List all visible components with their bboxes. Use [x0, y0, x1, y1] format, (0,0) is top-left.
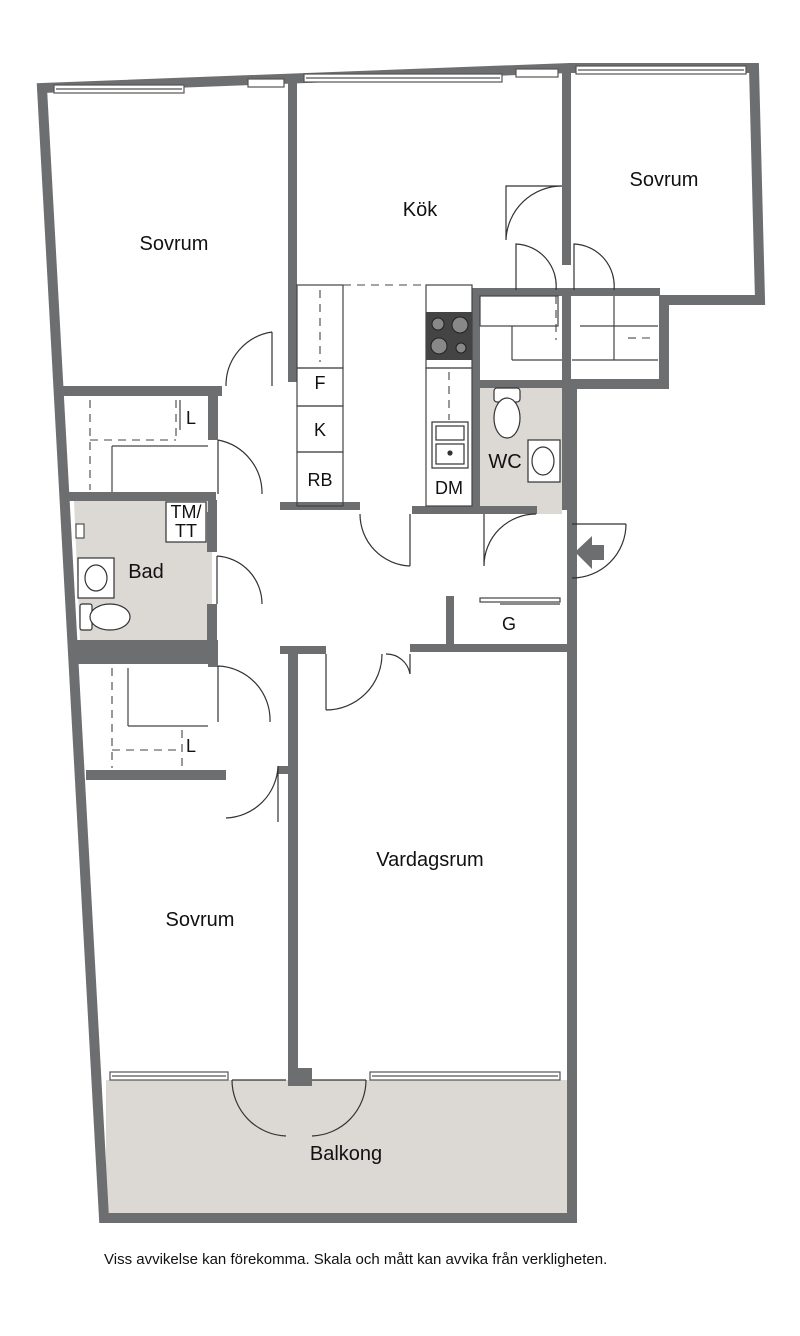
fixture-label-washer-line2: TT — [175, 521, 197, 541]
room-label-bad: Bad — [128, 561, 164, 583]
wc-toilet-icon — [493, 387, 521, 439]
stove-icon — [426, 312, 472, 360]
room-label-balkong: Balkong — [310, 1143, 382, 1165]
room-label-wc: WC — [488, 451, 521, 473]
room-label-sovrum-top-left: Sovrum — [140, 233, 209, 255]
bath-faucet-icon — [75, 523, 85, 539]
fixture-label-broom-closet: RB — [307, 470, 332, 490]
wc-sink-icon — [527, 439, 561, 483]
room-label-sovrum-top-right: Sovrum — [630, 169, 699, 191]
balcony-floor — [106, 1080, 568, 1216]
fixture-label-freezer: K — [314, 420, 326, 440]
interior-walls — [62, 70, 660, 1086]
closet-shelves — [111, 400, 208, 727]
room-label-vardagsrum: Vardagsrum — [376, 849, 483, 871]
disclaimer-text: Viss avvikelse kan förekomma. Skala och … — [104, 1251, 608, 1268]
bath-toilet-icon — [79, 603, 131, 631]
bath-sink-icon — [77, 557, 115, 599]
dashed-lines — [89, 284, 654, 768]
wardrobe-door — [479, 597, 561, 605]
fixture-label-wardrobe: G — [502, 614, 516, 634]
fixture-label-washer-line1: TM/ — [171, 502, 202, 522]
bath-washer-box — [165, 501, 207, 543]
kitchen-sink-icon — [431, 421, 469, 469]
fixture-label-closet-top: L — [186, 408, 196, 428]
doors — [216, 185, 627, 1137]
entrance-arrow-icon — [575, 536, 604, 569]
room-label-kok: Kök — [403, 199, 438, 221]
windows — [53, 65, 747, 1081]
fixture-label-closet-bottom: L — [186, 736, 196, 756]
room-label-sovrum-bottom: Sovrum — [166, 909, 235, 931]
fixture-label-fridge: F — [315, 373, 326, 393]
fixture-label-dishwasher: DM — [435, 478, 463, 498]
